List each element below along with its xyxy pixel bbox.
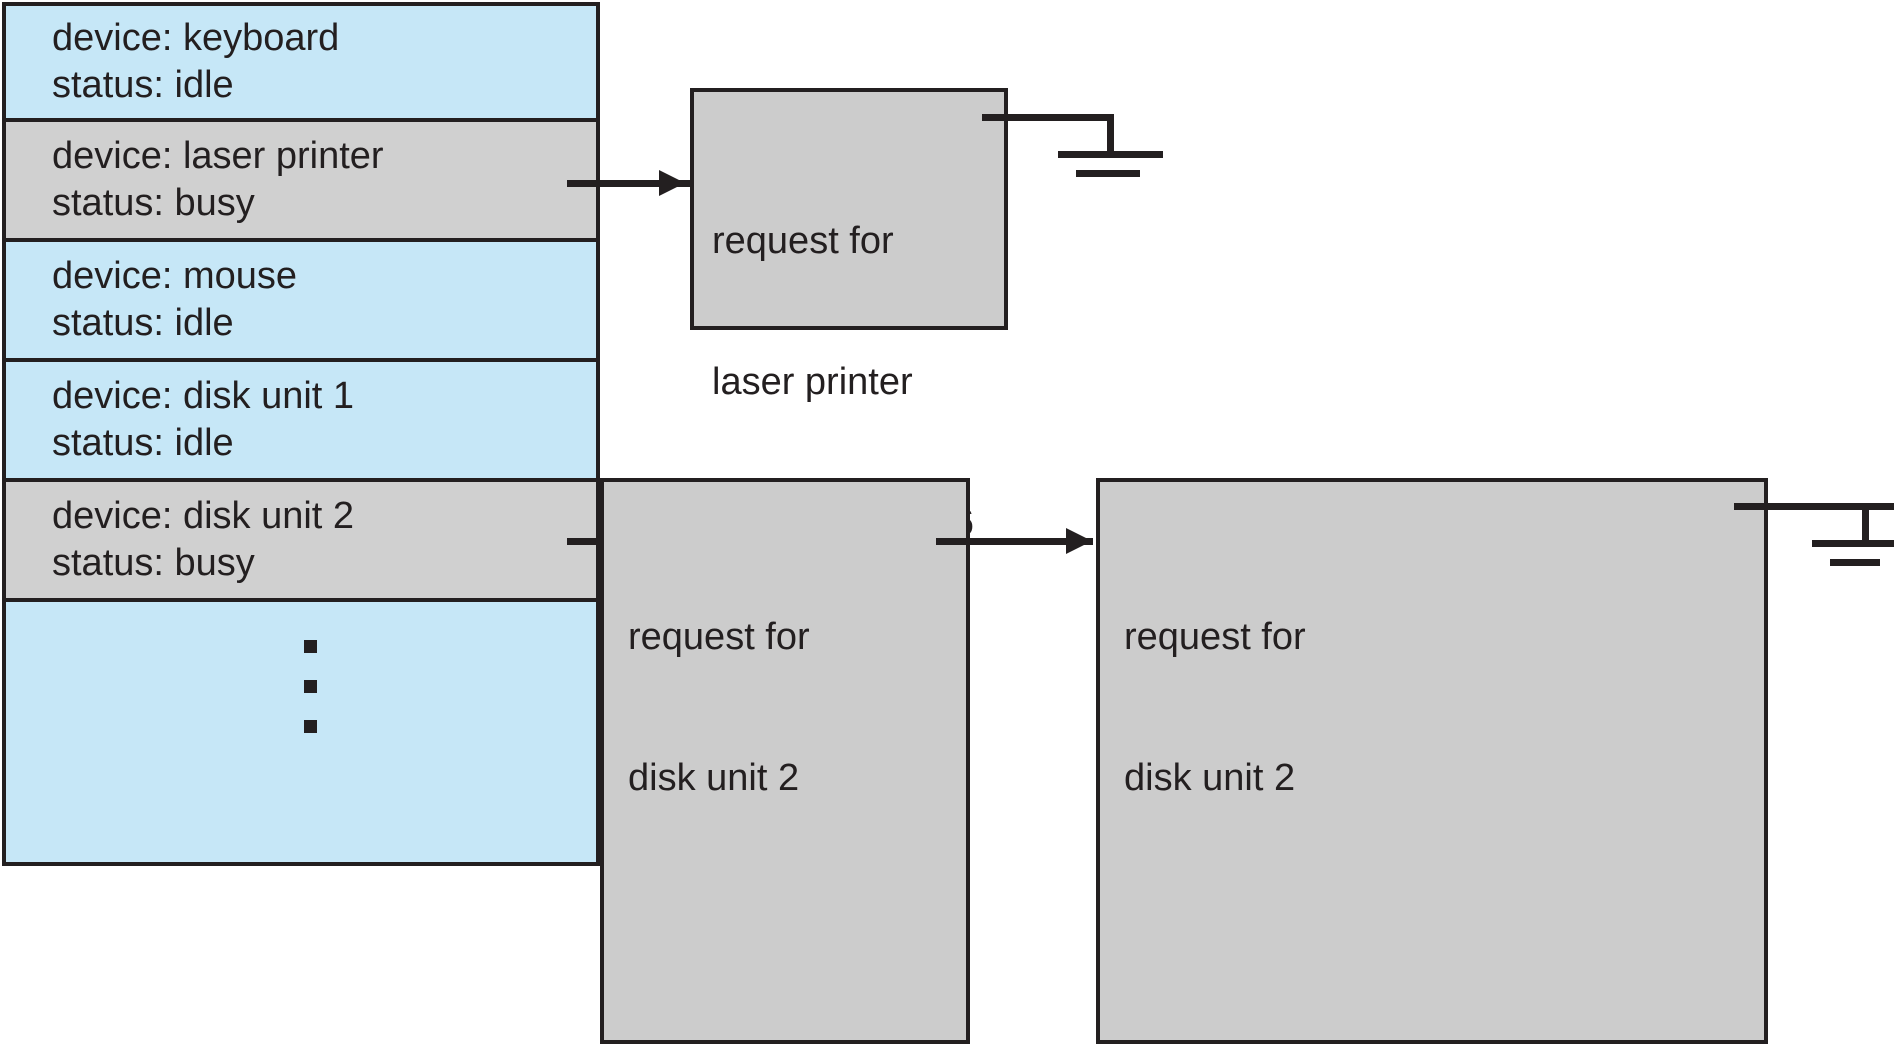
table-row: device: disk unit 2 status: busy (6, 482, 596, 602)
status-label: status: idle (52, 422, 234, 464)
request-header-line-1: request for (1124, 616, 1306, 658)
request-header-line-2: disk unit 2 (628, 757, 800, 799)
vertical-ellipsis-icon (6, 602, 596, 862)
request-body: request for disk unit 2 file: xxx operat… (628, 520, 890, 1044)
null-pointer-ground-icon (1812, 540, 1894, 547)
null-pointer-ground-icon (1076, 170, 1140, 177)
device-label: device: disk unit 1 (52, 375, 355, 417)
arrow-request-to-next-request (936, 538, 1093, 545)
null-pointer-ground-icon (1830, 559, 1880, 566)
request-header-line-1: request for (628, 616, 810, 658)
device-label: device: mouse (52, 255, 298, 297)
null-pointer-ground-icon (1862, 503, 1869, 547)
request-header-line-1: request for (712, 220, 894, 262)
null-pointer-ground-icon (1107, 114, 1114, 158)
device-label: device: disk unit 2 (52, 495, 355, 537)
device-row-text: device: mouse status: idle (52, 253, 297, 347)
null-pointer-ground-icon (1734, 503, 1894, 510)
request-header-line-2: laser printer (712, 361, 913, 403)
spacer (628, 896, 890, 943)
table-row: device: keyboard status: idle (6, 6, 596, 122)
status-label: status: busy (52, 542, 255, 584)
device-row-text: device: laser printer status: busy (52, 133, 384, 227)
table-row-ellipsis (6, 602, 596, 862)
device-row-text: device: keyboard status: idle (52, 15, 339, 109)
status-label: status: idle (52, 64, 234, 106)
device-label: device: keyboard (52, 17, 340, 59)
table-row: device: disk unit 1 status: idle (6, 362, 596, 482)
request-file: file: xxx (628, 1037, 890, 1044)
request-block-disk-unit-2-first: request for disk unit 2 file: xxx operat… (600, 478, 970, 1044)
device-label: device: laser printer (52, 135, 384, 177)
null-pointer-ground-icon (982, 114, 1114, 121)
request-block-disk-unit-2-second: request for disk unit 2 file: yyy operat… (1096, 478, 1768, 1044)
status-label: status: idle (52, 302, 234, 344)
device-status-table: device: keyboard status: idle device: la… (2, 2, 600, 866)
request-header-line-2: disk unit 2 (1124, 757, 1296, 799)
arrow-laser-printer-to-request (567, 180, 715, 187)
device-row-text: device: disk unit 1 status: idle (52, 373, 354, 467)
request-block-laser-printer: request for laser printer address: 38546… (690, 88, 1008, 685)
status-label: status: busy (52, 182, 255, 224)
request-body: request for disk unit 2 file: yyy operat… (1124, 520, 1386, 1044)
table-row: device: laser printer status: busy (6, 122, 596, 242)
arrowhead-icon (1066, 528, 1092, 554)
arrowhead-icon (659, 170, 685, 196)
null-pointer-ground-icon (1058, 151, 1163, 158)
device-row-text: device: disk unit 2 status: busy (52, 493, 354, 587)
table-row: device: mouse status: idle (6, 242, 596, 362)
request-file: file: yyy (1124, 1037, 1386, 1044)
spacer (1124, 896, 1386, 943)
